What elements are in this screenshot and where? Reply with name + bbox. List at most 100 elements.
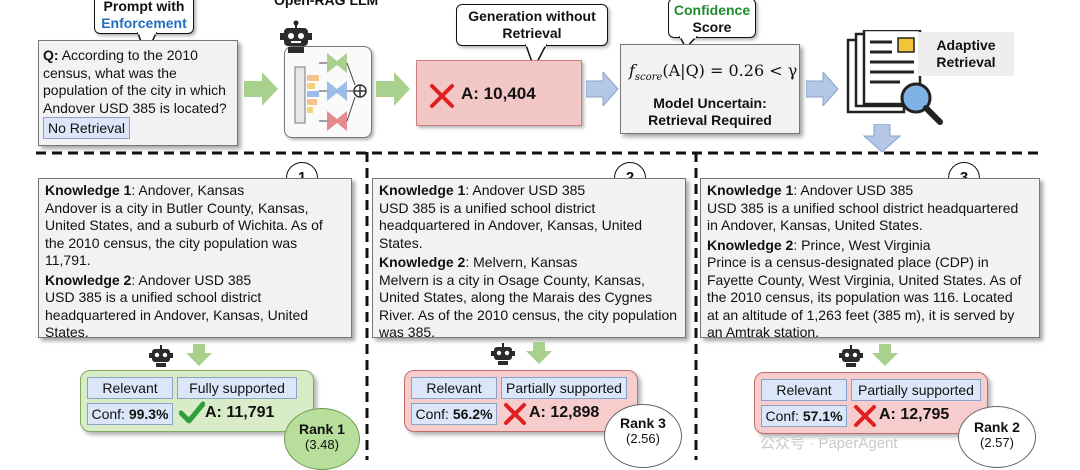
confidence-formula: fscore(A|Q) = 0.26 < γ [629, 61, 797, 83]
answer-text: A: 12,898 [529, 404, 600, 421]
adaptive-label-line2: Retrieval [936, 54, 996, 70]
knowledge-box-1: Knowledge 1: Andover, Kansas Andover is … [38, 178, 352, 340]
generation-answer: A: 10,404 [461, 84, 536, 103]
knowledge-box-3: Knowledge 1: Andover USD 385 USD 385 is … [700, 178, 1040, 340]
k1-line: headquartered in Andover, Kansas, United [379, 217, 643, 233]
question-line-3: population of the city in which [43, 82, 226, 98]
k1-line: in Andover, Kansas, United States. [707, 217, 923, 233]
k2-line: Prince is a census-designated place (CDP… [707, 254, 989, 270]
k2-line: Melvern is a city in Osage County, Kansa… [379, 271, 645, 288]
confidence-note-line1: Model Uncertain: [653, 95, 767, 111]
k1-line: USD 385 is a unified school district [379, 199, 596, 216]
watermark: 公众号 · PaperAgent [760, 435, 898, 452]
relevance-chip: Relevant [87, 377, 173, 399]
question-line-4: Andover USD 385 is located? [43, 99, 227, 116]
result-panel-1: Relevant Fully supported Conf: 99.3% A: … [80, 370, 314, 432]
confidence-callout: Confidence Score [668, 0, 756, 38]
llm-module [284, 46, 372, 138]
k1-heading: Knowledge 1: Andover, Kansas [45, 182, 245, 198]
dashed-separator-right [694, 152, 698, 460]
confidence-chip: Conf: 57.1% [761, 405, 847, 427]
k1-line: States. [379, 234, 423, 251]
confidence-callout-tail [678, 36, 698, 50]
result-panel-3: Relevant Partially supported Conf: 57.1%… [754, 372, 988, 434]
no-retrieval-tag: No Retrieval [43, 117, 131, 139]
rank-badge-2: Rank 2(2.57) [958, 406, 1036, 468]
relevance-chip: Relevant [411, 377, 497, 399]
cross-icon [430, 84, 454, 108]
k2-line: States. [45, 324, 89, 340]
k2-line: Fayette County, West Virginia, United St… [707, 271, 1022, 288]
question-line-1: According to the 2010 [61, 47, 198, 63]
question-text: Q: According to the 2010 census, what wa… [43, 47, 233, 117]
prompt-enforcement-callout: Prompt with Enforcement [94, 0, 194, 34]
generation-label-line2: Retrieval [502, 25, 562, 41]
arrow-generation-to-confidence [586, 72, 619, 106]
formula-rest: (A|Q) = 0.26 < γ [662, 61, 798, 80]
rank-badge-1: Rank 1(3.48) [284, 408, 360, 470]
check-icon [179, 401, 205, 424]
robot-icon [491, 343, 515, 365]
arrow-llm-to-generation [376, 72, 410, 106]
k2-line: USD 385 is a unified school district [45, 289, 262, 305]
k2-line: an Amtrak station. [707, 324, 820, 340]
k2-line: the 2010 census, its population was 116.… [707, 289, 1013, 305]
arrow-down [526, 342, 552, 364]
confidence-note: Model Uncertain: Retrieval Required [621, 95, 799, 129]
k2-heading: Knowledge 2: Prince, West Virginia [707, 236, 931, 253]
support-chip: Partially supported [851, 379, 981, 401]
adaptive-label-line1: Adaptive [936, 37, 996, 53]
k1-line: 11,791. [45, 252, 91, 268]
k2-heading: Knowledge 2: Melvern, Kansas [379, 254, 578, 270]
llm-robot-icon [280, 20, 312, 53]
arrow-confidence-to-retrieval [806, 72, 839, 106]
adaptive-retrieval-label: Adaptive Retrieval [918, 32, 1014, 76]
k2-line: was 385. [379, 324, 436, 340]
k1-line: United States, and a suburb of Wichita. … [45, 217, 323, 233]
robot-icon [149, 345, 173, 367]
generation-label-line1: Generation without [468, 8, 596, 24]
k1-line: the 2010 census, the city population was [45, 234, 298, 251]
confidence-box: fscore(A|Q) = 0.26 < γ Model Uncertain: … [620, 44, 800, 134]
cross-icon [504, 403, 526, 425]
confidence-label-line2: Score [692, 19, 732, 35]
llm-label: Open-RAG LLM [274, 0, 379, 8]
question-prefix: Q: [43, 47, 59, 63]
prompt-label-line2: Enforcement [101, 15, 187, 31]
arrow-retrieval-down [862, 124, 902, 153]
relevance-chip: Relevant [761, 379, 847, 401]
k1-line: Andover is a city in Butler County, Kans… [45, 199, 309, 216]
arrow-question-to-llm [244, 72, 278, 106]
arrow-down [872, 344, 898, 366]
generation-callout: Generation without Retrieval [456, 4, 608, 46]
k2-line: headquartered in Andover, Kansas, United [45, 306, 309, 323]
dashed-separator-left [365, 152, 369, 460]
question-line-2: census, what was the [43, 64, 177, 81]
k2-line: River. As of the 2010 census, the city p… [379, 306, 678, 323]
support-chip: Fully supported [177, 377, 297, 399]
generation-answer-box: A: 10,404 [416, 60, 582, 126]
k2-line: United States, along the Marais des Cygn… [379, 289, 653, 305]
question-box: Q: According to the 2010 census, what wa… [38, 40, 238, 146]
generation-callout-tail [524, 44, 548, 70]
k2-heading: Knowledge 2: Andover USD 385 [45, 271, 252, 288]
result-panel-2: Relevant Partially supported Conf: 56.2%… [404, 370, 638, 432]
answer-text: A: 11,791 [205, 404, 275, 421]
prompt-label-line1: Prompt with [103, 0, 185, 14]
cross-icon [854, 405, 876, 427]
confidence-chip: Conf: 99.3% [87, 403, 173, 425]
knowledge-box-2: Knowledge 1: Andover USD 385 USD 385 is … [372, 178, 686, 340]
robot-icon [839, 345, 863, 367]
dashed-separator-horizontal [36, 151, 1044, 155]
formula-sub: score [634, 72, 663, 84]
formula-f: f [629, 61, 635, 80]
document-search-icon [846, 30, 943, 125]
confidence-label-line1: Confidence [673, 2, 751, 18]
rank-badge-3: Rank 3(2.56) [604, 404, 682, 468]
k1-heading: Knowledge 1: Andover USD 385 [707, 182, 914, 198]
k2-line: at an altitude of 1,263 feet (385 m), it… [707, 306, 1015, 323]
support-chip: Partially supported [501, 377, 627, 399]
llm-architecture-icon [294, 53, 367, 131]
confidence-chip: Conf: 56.2% [411, 403, 497, 425]
confidence-note-line2: Retrieval Required [648, 112, 772, 128]
